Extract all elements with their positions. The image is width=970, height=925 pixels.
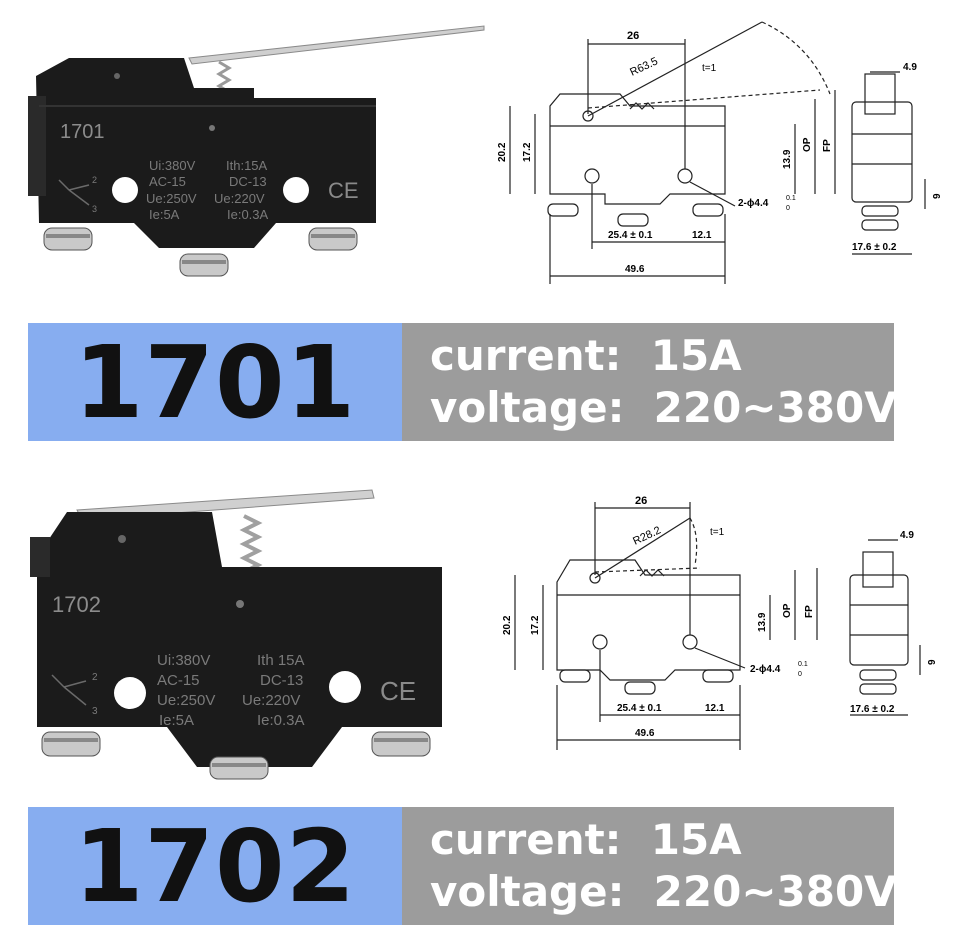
- rating-ie-dc: Ie:0.3A: [257, 712, 305, 729]
- dim-hole: 2-ϕ4.4: [738, 198, 769, 209]
- product-1701: 1701 Ui:380V Ith:15A AC-15 DC-13 Ue:250V…: [0, 0, 970, 445]
- dim-17-2: 17.2: [522, 142, 533, 162]
- body-label: 1702: [52, 592, 101, 617]
- dimension-drawing-1701: 26 R63.5 t=1 4.9 20.2 17.2 13.9 OP FP 9 …: [497, 21, 943, 284]
- body-label: 1701: [60, 121, 105, 143]
- terminal-2-label: 2: [92, 672, 98, 683]
- dim-thickness: t=1: [710, 527, 725, 538]
- switch-body: [36, 58, 376, 248]
- voltage-value: 220~380V: [653, 383, 897, 432]
- dim-hole-tol-top: 0.1: [798, 661, 808, 668]
- switch-photo-1702: 1702 Ui:380V Ith 15A AC-15 DC-13 Ue:250V…: [30, 489, 442, 780]
- spec-banner-1701: 1701 current: 15A voltage: 220~380V: [28, 323, 897, 441]
- dim-offset: 12.1: [692, 230, 712, 241]
- rating-ie-ac: Ie:5A: [159, 712, 194, 729]
- rating-ui: Ui:380V: [157, 652, 210, 669]
- spec-banner-1702: 1702 current: 15A voltage: 220~380V: [28, 807, 897, 925]
- mounting-hole: [283, 177, 309, 203]
- dim-radius: R63.5: [628, 55, 660, 78]
- mounting-hole: [112, 177, 138, 203]
- rating-ac: AC-15: [157, 672, 200, 689]
- current-label: current:: [430, 815, 622, 864]
- dim-26: 26: [627, 30, 639, 42]
- dim-pitch: 25.4 ± 0.1: [617, 703, 662, 714]
- terminal-3-label: 3: [92, 706, 98, 717]
- rating-ith: Ith 15A: [257, 652, 305, 669]
- switch-photo-1701: 1701 Ui:380V Ith:15A AC-15 DC-13 Ue:250V…: [28, 25, 485, 277]
- dimension-drawing-1702: 26 R28.2 t=1 4.9 20.2 17.2 13.9 OP FP 9 …: [502, 495, 938, 750]
- voltage-label: voltage:: [430, 867, 625, 916]
- rating-ue-ac: Ue:250V: [146, 191, 197, 206]
- dim-hole-tol-bot: 0: [798, 671, 802, 678]
- dim-9: 9: [927, 659, 938, 665]
- spec-panel: current: 15A voltage: 220~380V: [402, 807, 897, 925]
- dim-op: OP: [802, 137, 813, 152]
- voltage-label: voltage:: [430, 383, 625, 432]
- dim-offset: 12.1: [705, 703, 725, 714]
- rating-ue-dc: Ue:220V: [242, 692, 300, 709]
- mounting-hole: [114, 677, 146, 709]
- dim-radius: R28.2: [631, 524, 663, 547]
- voltage-value: 220~380V: [653, 867, 897, 916]
- dim-4-9: 4.9: [903, 62, 917, 73]
- product-1702: 1702 Ui:380V Ith 15A AC-15 DC-13 Ue:250V…: [0, 470, 970, 925]
- terminal-screws: [41, 731, 431, 780]
- current-line: current: 15A: [430, 815, 742, 864]
- dim-fp: FP: [804, 605, 815, 618]
- ce-mark-icon: CE: [328, 178, 359, 203]
- dim-fp: FP: [822, 139, 833, 152]
- dim-op: OP: [782, 603, 793, 618]
- rating-ue-ac: Ue:250V: [157, 692, 215, 709]
- rating-ac: AC-15: [149, 174, 186, 189]
- spring: [239, 514, 263, 574]
- dim-thickness: t=1: [702, 63, 717, 74]
- switch-body: [37, 512, 442, 767]
- terminal-screws: [43, 227, 358, 277]
- terminal-3-label: 3: [92, 204, 97, 214]
- ce-mark-icon: CE: [380, 676, 416, 706]
- model-number: 1701: [28, 323, 402, 441]
- dim-hole: 2-ϕ4.4: [750, 664, 781, 675]
- contact-schematic-icon: [51, 674, 87, 706]
- rating-ie-ac: Ie:5A: [149, 207, 180, 222]
- rating-ith: Ith:15A: [226, 158, 268, 173]
- terminal-2-label: 2: [92, 175, 97, 185]
- dim-17-2: 17.2: [530, 615, 541, 635]
- dim-13-9: 13.9: [757, 612, 768, 632]
- rating-ue-dc: Ue:220V: [214, 191, 265, 206]
- dim-hole-tol-top: 0.1: [786, 195, 796, 202]
- spec-panel: current: 15A voltage: 220~380V: [402, 323, 897, 441]
- dim-26: 26: [635, 495, 647, 507]
- dim-hole-tol-bot: 0: [786, 205, 790, 212]
- mounting-hole: [329, 671, 361, 703]
- dim-depth: 17.6 ± 0.2: [850, 704, 895, 715]
- dim-pitch: 25.4 ± 0.1: [608, 230, 653, 241]
- dim-length: 49.6: [625, 264, 645, 275]
- contact-schematic-icon: [58, 179, 90, 206]
- current-line: current: 15A: [430, 331, 742, 380]
- rating-ie-dc: Ie:0.3A: [227, 207, 269, 222]
- rating-ui: Ui:380V: [149, 158, 196, 173]
- model-number: 1702: [28, 807, 402, 925]
- current-value: 15A: [650, 331, 742, 380]
- dim-4-9: 4.9: [900, 530, 914, 541]
- voltage-line: voltage: 220~380V: [430, 867, 897, 916]
- dim-13-9: 13.9: [782, 149, 793, 169]
- dim-length: 49.6: [635, 728, 655, 739]
- dim-9: 9: [932, 193, 943, 199]
- dim-20-2: 20.2: [502, 615, 513, 635]
- dim-20-2: 20.2: [497, 142, 508, 162]
- rating-dc: DC-13: [229, 174, 267, 189]
- current-label: current:: [430, 331, 622, 380]
- current-value: 15A: [650, 815, 742, 864]
- dim-depth: 17.6 ± 0.2: [852, 242, 897, 253]
- rating-dc: DC-13: [260, 672, 303, 689]
- lever-arm: [188, 25, 485, 65]
- voltage-line: voltage: 220~380V: [430, 383, 897, 432]
